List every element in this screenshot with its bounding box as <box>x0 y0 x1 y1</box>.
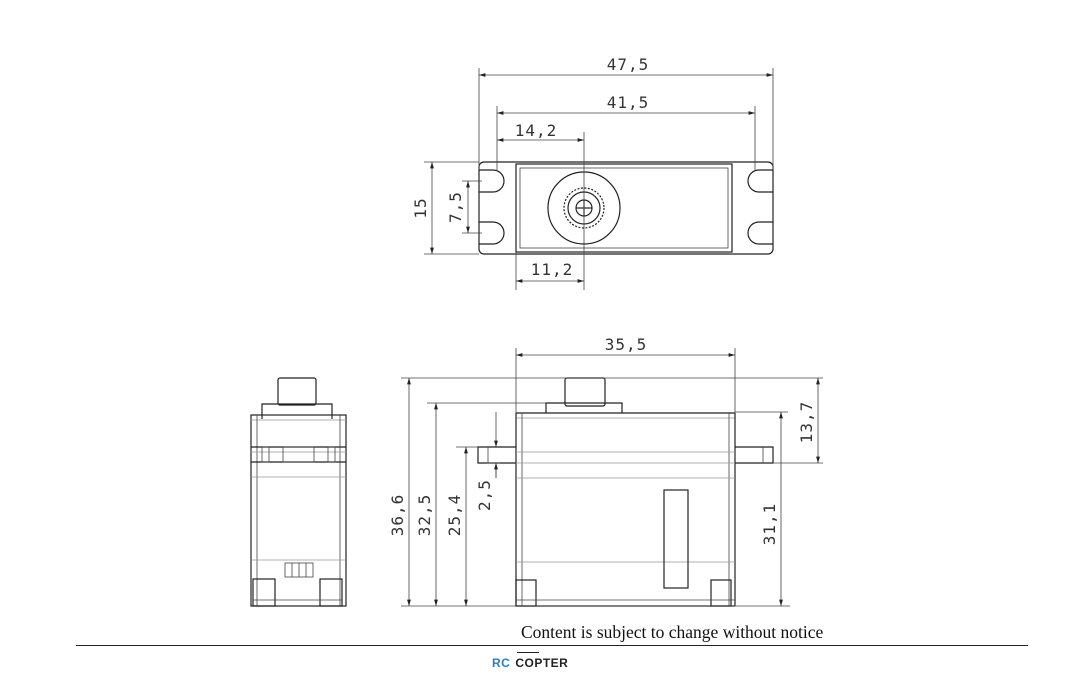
mount-slots-left <box>479 169 505 245</box>
dim-14-2: 14,2 <box>515 121 558 140</box>
mount-slots-right <box>747 169 773 245</box>
logo-name-text: COPTER <box>515 652 569 670</box>
dim-15: 15 <box>411 197 430 218</box>
dim-7-5: 7,5 <box>446 191 465 223</box>
dim-25-4: 25,4 <box>445 494 464 537</box>
dim-32-5: 32,5 <box>415 494 434 537</box>
rc-copter-logo: RC COPTER <box>492 652 569 670</box>
footer-divider <box>76 645 1028 646</box>
dim-41-5: 41,5 <box>607 93 650 112</box>
rotor-icon <box>517 652 540 653</box>
top-view: 47,5 41,5 14,2 11,2 15 7,5 <box>411 55 774 290</box>
dim-36-6: 36,6 <box>388 494 407 537</box>
dim-47-5: 47,5 <box>607 55 650 74</box>
dim-35-5: 35,5 <box>605 335 648 354</box>
dim-2-5: 2,5 <box>475 479 494 511</box>
logo-name-label: COPTER <box>515 656 569 670</box>
servo-drawing: 47,5 41,5 14,2 11,2 15 7,5 <box>250 55 823 607</box>
dim-31-1: 31,1 <box>760 503 779 546</box>
side-view <box>250 377 347 607</box>
dim-13-7: 13,7 <box>797 401 816 444</box>
dim-11-2: 11,2 <box>531 260 574 279</box>
logo-rc-text: RC <box>492 656 511 670</box>
notice-text: Content is subject to change without not… <box>521 622 824 642</box>
front-view: 35,5 36,6 32,5 25,4 2,5 13,7 31,1 <box>388 335 823 607</box>
